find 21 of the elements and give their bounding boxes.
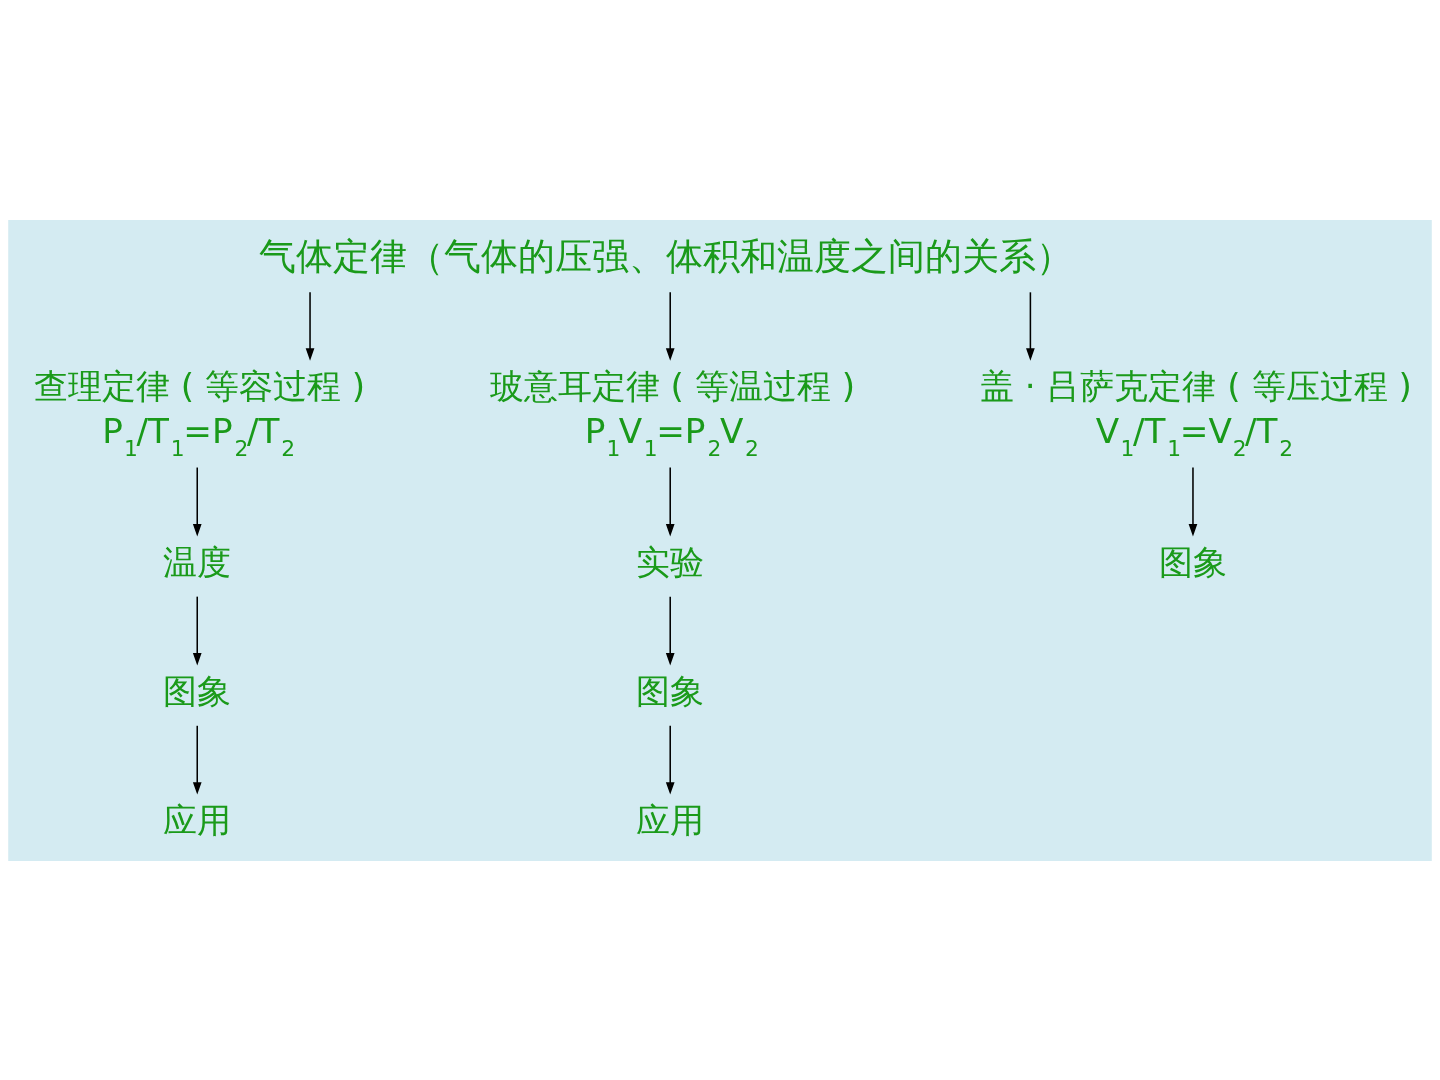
node-text: 图象 [163,670,232,711]
arrow [305,291,315,361]
arrow [665,724,675,795]
node-text: 图象 [635,670,704,711]
arrow [192,466,202,537]
arrow [665,291,675,361]
node-text: 图象 [1158,541,1227,582]
arrow [192,724,202,795]
node-text: 应用 [163,799,232,840]
node-text: 玻意耳定律 ( 等温过程 ) P$_{1}$V$_{1}$=P$_{2}$V$_{2}$ [489,365,856,461]
arrow [1188,466,1198,537]
arrow [665,595,675,665]
node-text: 应用 [635,799,704,840]
node-text: 查理定律 ( 等容过程 ) P$_{1}$/T$_{1}$=P$_{2}$/T$_{2}$ [33,365,366,461]
arrow [1026,291,1035,361]
arrow [192,595,202,665]
node-text: 温度 [163,541,232,582]
node-text: 实验 [635,541,704,582]
arrow [665,466,675,537]
node-text: 盖 · 吕萨克定律 ( 等压过程 ) V$_{1}$/T$_{1}$=V$_{2}$/T$_{2}$ [979,365,1412,461]
node-text: 气体定律（气体的压强、体积和温度之间的关系） [259,233,1074,278]
